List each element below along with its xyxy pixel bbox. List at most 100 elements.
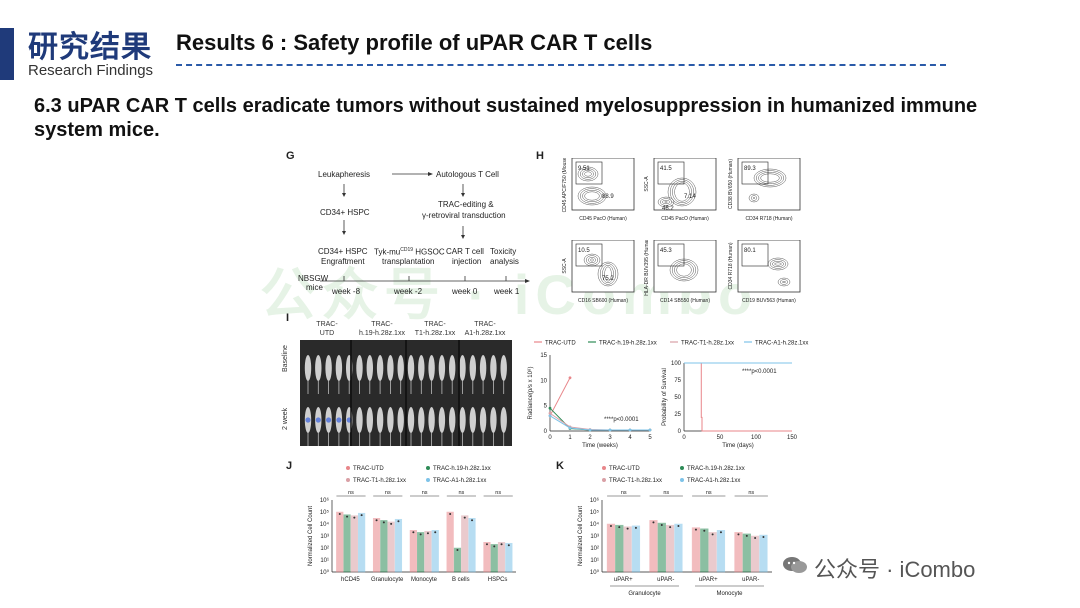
- y-tick-label: 10⁶: [590, 497, 600, 504]
- flow-week-1: week -8: [332, 287, 361, 296]
- y-tick-label: 0: [544, 429, 548, 435]
- x-axis-label: Time (days): [722, 443, 753, 449]
- y-tick-label: 10²: [590, 546, 599, 552]
- legend-swatch: [346, 478, 350, 482]
- flow-engraft-1: CD34+ HSPC: [318, 247, 368, 256]
- legend-label: TRAC-h.19-h.28z.1xx: [433, 466, 491, 472]
- facs-gate: [575, 243, 603, 267]
- bar: [606, 523, 616, 573]
- bar-dot: [745, 534, 748, 537]
- mouse-shape: [407, 407, 415, 433]
- facs-contour: [599, 263, 617, 285]
- bar-dot: [737, 533, 740, 536]
- bar: [708, 532, 717, 573]
- legend-label: TRAC-h.19-h.28z.1xx: [599, 341, 657, 347]
- legend-swatch: [426, 478, 430, 482]
- legend-label: TRAC-A1-h.28z.1xx: [755, 341, 808, 347]
- bar-dot: [390, 522, 393, 525]
- slide-title: Results 6 : Safety profile of uPAR CAR T…: [176, 30, 653, 55]
- data-point: [568, 426, 572, 430]
- x-tick-label: 3: [608, 435, 612, 441]
- mouse-shape: [387, 407, 394, 433]
- bar-dot: [375, 519, 378, 522]
- bar: [497, 542, 506, 573]
- facs-number: 7.14: [684, 194, 696, 200]
- group-label: Granulocyte: [628, 591, 661, 597]
- facs-contour: [602, 264, 614, 284]
- mouse-shape: [469, 407, 476, 433]
- mouse-shape: [500, 407, 507, 433]
- bar-dot: [485, 543, 488, 546]
- wechat-watermark: 公众号 · iCombo: [814, 557, 976, 582]
- bar: [623, 526, 632, 573]
- x-tick-label: 150: [787, 435, 798, 441]
- bar: [751, 535, 760, 573]
- data-point: [628, 428, 632, 432]
- facs-contour: [604, 266, 612, 282]
- facs-contour: [584, 171, 592, 177]
- mouse-shape: [418, 407, 425, 433]
- bar: [424, 530, 432, 573]
- facs-contour: [777, 277, 791, 287]
- flow-tox-1: Toxicity: [490, 247, 517, 256]
- bar-dot: [719, 531, 722, 534]
- panel-k-label: K: [556, 460, 564, 472]
- flow-mice-1: NBSGW: [298, 274, 329, 283]
- data-point: [648, 428, 652, 432]
- facs-contour: [588, 256, 596, 264]
- facs-number: 9.51: [578, 166, 590, 172]
- x-tick-label: 0: [682, 435, 686, 441]
- bar-dot: [382, 521, 385, 524]
- legend-label: TRAC-T1-h.28z.1xx: [353, 478, 406, 484]
- y-axis-label: Normalized Cell Count: [578, 506, 584, 566]
- significance-label: ns: [348, 490, 354, 496]
- flow-week-4: week 1: [494, 287, 520, 296]
- mouse-shape: [376, 355, 384, 381]
- legend-label: TRAC-UTD: [609, 466, 640, 472]
- mouse-shape: [428, 355, 435, 381]
- x-tick-label: 50: [717, 435, 724, 441]
- legend-swatch: [680, 478, 684, 482]
- flow-mice-2: mice: [306, 283, 323, 292]
- bar-dot: [426, 532, 429, 535]
- facs-ylabel: CD38 BV650 (Human): [728, 159, 734, 209]
- facs-xlabel: CD45 PacO (Human): [661, 216, 709, 222]
- bar-dot: [660, 524, 663, 527]
- panel-h-label: H: [536, 150, 544, 162]
- bar: [343, 514, 351, 573]
- bar: [674, 523, 683, 573]
- bar-dot: [618, 526, 621, 529]
- facs-contour: [748, 193, 760, 203]
- bar: [380, 520, 388, 573]
- bar-dot: [677, 525, 680, 527]
- bar: [734, 532, 743, 573]
- mice-group-1: TRAC- UTD: [316, 321, 338, 337]
- mice-row-2week: 2 week: [282, 407, 289, 430]
- facs-contour: [585, 255, 599, 265]
- mouse-shape: [490, 407, 497, 433]
- mouse-shape: [397, 355, 404, 381]
- significance-label: ns: [621, 490, 627, 496]
- y-tick-label: 50: [674, 395, 681, 401]
- facs-contours: [748, 168, 787, 203]
- bar: [372, 518, 381, 573]
- facs-number: 88.9: [602, 194, 614, 200]
- y-tick-label: 10⁵: [590, 509, 600, 516]
- brand-title-en: Research Findings: [28, 62, 154, 79]
- significance-label: ns: [748, 490, 754, 496]
- panel-i-label: I: [286, 312, 290, 324]
- mouse-shape: [469, 355, 476, 381]
- facs-contour: [590, 258, 594, 262]
- y-tick-label: 10⁰: [320, 569, 330, 576]
- facs-gate: [741, 161, 769, 185]
- facs-contour: [772, 260, 784, 268]
- significance-label: ns: [422, 490, 428, 496]
- bar-dot: [360, 514, 363, 517]
- facs-contours: [767, 257, 791, 287]
- y-axis-label: Normalized Cell Count: [308, 506, 314, 566]
- legend-swatch: [680, 466, 684, 470]
